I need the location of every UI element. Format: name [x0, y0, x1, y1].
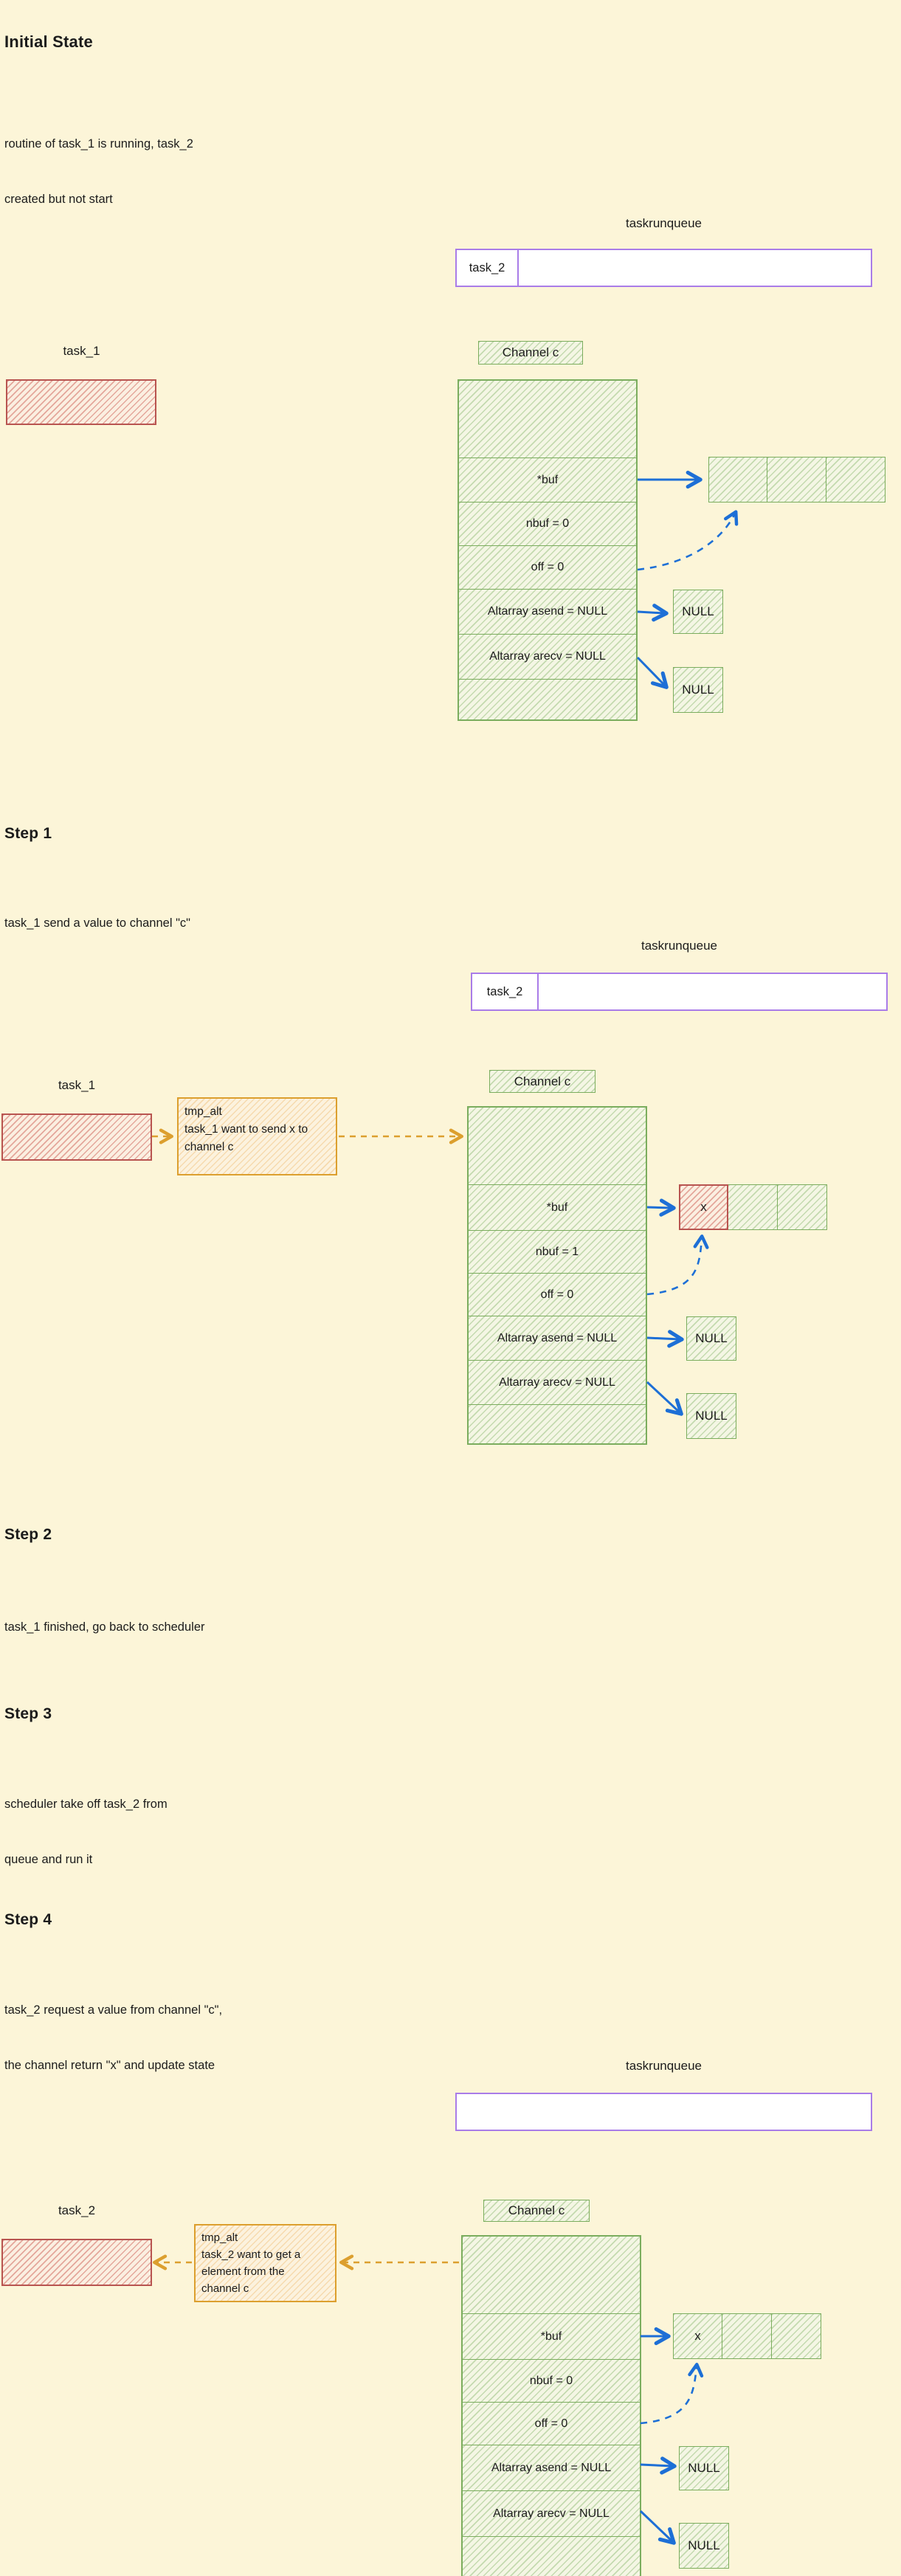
arrow-arecv-to-null-initial — [636, 656, 669, 689]
taskrunqueue-box-initial: task_2 — [455, 249, 872, 287]
section-title-step3: Step 3 — [4, 1705, 52, 1722]
buffer-array-step4: x — [673, 2313, 821, 2359]
section-title-step4: Step 4 — [4, 1911, 52, 1928]
channel-field-off: off = 0 — [540, 1288, 574, 1301]
channel-label-step1: Channel c — [489, 1070, 596, 1093]
channel-field-arecv: Altarray arecv = NULL — [489, 650, 606, 663]
arrow-off-to-x-step1 — [646, 1235, 709, 1296]
channel-struct-initial: *buf nbuf = 0 off = 0 Altarray asend = N… — [458, 379, 638, 721]
section-desc-step2: task_1 finished, go back to scheduler — [4, 1581, 205, 1674]
task-box-step4 — [1, 2239, 152, 2286]
section-desc-step4: task_2 request a value from channel "c",… — [4, 1964, 222, 2112]
channel-empty-cell — [459, 679, 636, 719]
null-box-asend-initial: NULL — [673, 590, 723, 634]
channel-field-nbuf: nbuf = 1 — [535, 1245, 579, 1258]
note-box-step1: tmp_alt task_1 want to send x to channel… — [177, 1097, 337, 1175]
channel-field-buf: *buf — [540, 2330, 562, 2343]
channel-field-asend: Altarray asend = NULL — [497, 1331, 618, 1344]
null-box-asend-step1: NULL — [686, 1316, 736, 1361]
channel-label-initial: Channel c — [478, 341, 583, 365]
channel-field-arecv: Altarray arecv = NULL — [493, 2507, 610, 2520]
task-label-initial: task_1 — [63, 344, 100, 358]
desc-line: task_1 send a value to channel "c" — [4, 916, 191, 930]
taskrunqueue-box-step1: task_2 — [471, 973, 888, 1011]
buffer-cell — [722, 2313, 772, 2359]
arrow-asend-to-null-step4 — [640, 2456, 677, 2475]
taskrunqueue-label-initial: taskrunqueue — [625, 216, 702, 230]
arrow-off-to-x-step4 — [640, 2363, 704, 2425]
section-desc-initial: routine of task_1 is running, task_2 cre… — [4, 98, 193, 246]
desc-line: created but not start — [4, 193, 113, 206]
null-box-arecv-step1: NULL — [686, 1393, 736, 1439]
channel-field-arecv: Altarray arecv = NULL — [499, 1375, 615, 1389]
channel-field-nbuf: nbuf = 0 — [525, 517, 570, 530]
buffer-cell — [772, 2313, 821, 2359]
arrow-asend-to-null-step1 — [646, 1330, 684, 1348]
channel-field-off: off = 0 — [531, 561, 565, 573]
note-line: element from the — [201, 2265, 285, 2278]
section-desc-step1: task_1 send a value to channel "c" — [4, 877, 190, 970]
desc-line: routine of task_1 is running, task_2 — [4, 137, 193, 151]
channel-field-buf: *buf — [546, 1201, 568, 1214]
arrow-asend-to-null-initial — [637, 604, 669, 622]
null-box-arecv-step4: NULL — [679, 2523, 729, 2569]
task-box-initial — [6, 379, 156, 425]
queue-item: task_2 — [472, 974, 539, 1009]
channel-empty-cell — [469, 1108, 646, 1184]
note-line: task_1 want to send x to — [184, 1123, 308, 1136]
note-line: channel c — [201, 2282, 249, 2295]
arrow-arecv-to-null-step1 — [646, 1381, 683, 1416]
null-box-arecv-initial: NULL — [673, 667, 723, 713]
buffer-cell — [826, 457, 886, 503]
arrow-arecv-to-null-step4 — [639, 2510, 676, 2545]
note-line: tmp_alt — [201, 2231, 238, 2244]
note-line: task_2 want to get a — [201, 2248, 301, 2261]
taskrunqueue-label-step4: taskrunqueue — [625, 2059, 702, 2073]
desc-line: task_1 finished, go back to scheduler — [4, 1620, 205, 1634]
buffer-cell — [778, 1184, 827, 1230]
channel-label-step4: Channel c — [483, 2200, 590, 2222]
buffer-cell — [767, 457, 826, 503]
note-line: tmp_alt — [184, 1105, 222, 1118]
desc-line: queue and run it — [4, 1853, 93, 1866]
task-label-step4: task_2 — [58, 2203, 96, 2217]
channel-empty-cell — [463, 2536, 640, 2576]
buffer-cell-x: x — [679, 1184, 728, 1230]
arrow-off-to-buffer-initial — [637, 510, 739, 571]
task-box-step1 — [1, 1113, 152, 1161]
buffer-cell-x: x — [673, 2313, 722, 2359]
channel-field-asend: Altarray asend = NULL — [491, 2461, 612, 2474]
channel-struct-step4: *buf nbuf = 0 off = 0 Altarray asend = N… — [461, 2235, 641, 2576]
taskrunqueue-box-step4 — [455, 2093, 872, 2131]
channel-field-buf: *buf — [536, 473, 559, 486]
channel-field-asend: Altarray asend = NULL — [487, 605, 608, 618]
desc-line: task_2 request a value from channel "c", — [4, 2003, 223, 2017]
channel-field-off: off = 0 — [534, 2417, 568, 2430]
buffer-cell — [708, 457, 767, 503]
desc-line: the channel return "x" and update state — [4, 2059, 215, 2072]
desc-line: scheduler take off task_2 from — [4, 1798, 168, 1811]
channel-empty-cell — [469, 1404, 646, 1443]
section-title-step1: Step 1 — [4, 825, 52, 842]
section-title-initial: Initial State — [4, 32, 93, 51]
buffer-cell — [728, 1184, 778, 1230]
arrow-buf-to-x-step1 — [646, 1198, 676, 1217]
buffer-array-step1: x — [679, 1184, 827, 1230]
channel-empty-cell — [459, 381, 636, 457]
channel-empty-cell — [463, 2237, 640, 2313]
channel-field-nbuf: nbuf = 0 — [529, 2374, 573, 2387]
taskrunqueue-label-step1: taskrunqueue — [641, 939, 718, 953]
section-title-step2: Step 2 — [4, 1526, 52, 1543]
section-desc-step3: scheduler take off task_2 from queue and… — [4, 1758, 168, 1906]
note-box-step4: tmp_alt task_2 want to get a element fro… — [194, 2224, 336, 2302]
buffer-array-initial — [708, 457, 886, 503]
task-label-step1: task_1 — [58, 1078, 96, 1092]
channel-struct-step1: *buf nbuf = 1 off = 0 Altarray asend = N… — [467, 1106, 647, 1445]
queue-item: task_2 — [457, 250, 519, 286]
null-box-asend-step4: NULL — [679, 2446, 729, 2490]
note-line: channel c — [184, 1141, 234, 1153]
